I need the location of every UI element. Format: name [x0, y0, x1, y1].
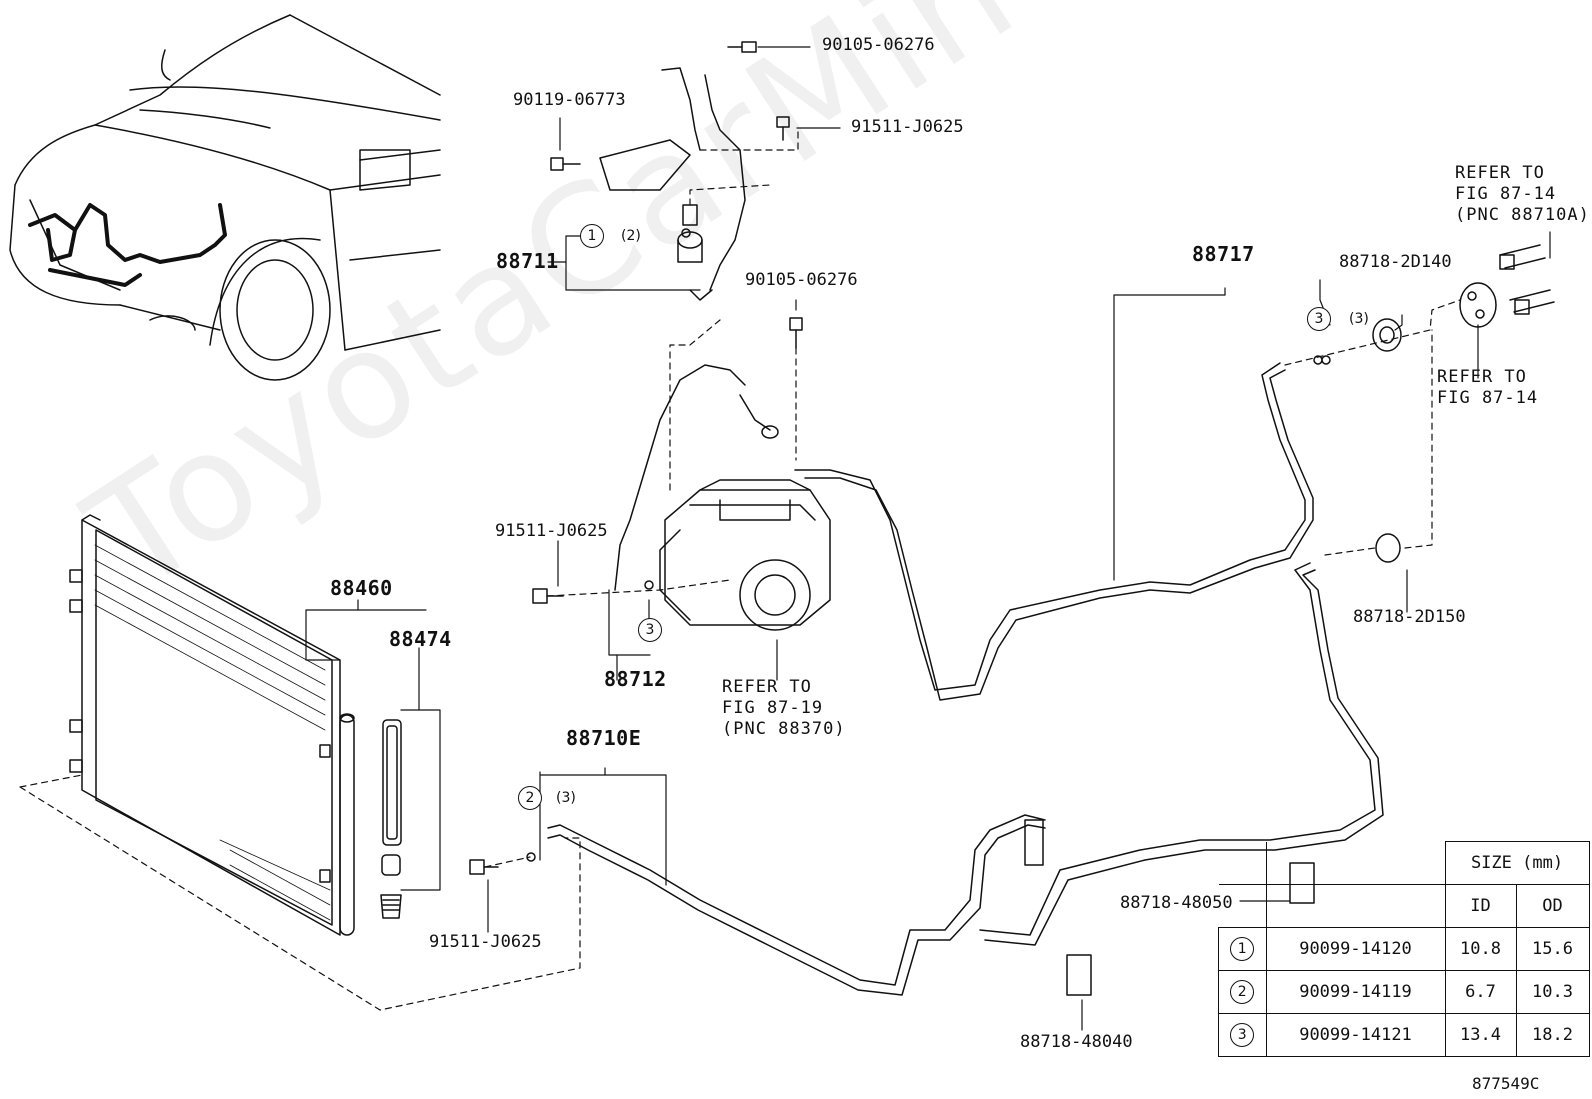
car-illustration: [9, 14, 441, 381]
refer-line: FIG 87-19: [722, 698, 824, 718]
label-91511-j0625-bottom: 91511-J0625: [429, 932, 542, 952]
label-88474: 88474: [389, 627, 452, 651]
refer-line: FIG 87-14: [1437, 388, 1539, 408]
label-88712: 88712: [604, 667, 667, 691]
label-88710e: 88710E: [566, 726, 642, 750]
row-mark: 1: [1230, 937, 1255, 961]
hose-88711: [599, 67, 746, 301]
refer-note-fig-87-14-pnc: REFER TO FIG 87-14 (PNC 88710A): [1455, 163, 1590, 226]
table-row: 3 90099-14121 13.4 18.2: [1218, 1013, 1590, 1057]
compressor: [659, 479, 831, 631]
label-91511-j0625-top: 91511-J0625: [851, 117, 964, 137]
row-od: 18.2: [1515, 1013, 1590, 1057]
row-mark: 3: [1230, 1023, 1255, 1047]
refer-note-fig-87-19: REFER TO FIG 87-19 (PNC 88370): [722, 677, 846, 740]
size-table-header: SIZE (mm): [1444, 841, 1590, 885]
label-88711: 88711: [496, 249, 559, 273]
label-88718-48040: 88718-48040: [1020, 1032, 1133, 1052]
callout-qty-3-top: (3): [1349, 311, 1369, 327]
label-88718-48050: 88718-48050: [1120, 893, 1233, 913]
size-table-col-id: ID: [1444, 884, 1517, 928]
diagram-code: 877549C: [1472, 1074, 1540, 1093]
table-row: 1 90099-14120 10.8 15.6: [1218, 927, 1590, 971]
label-91511-j0625-mid: 91511-J0625: [495, 521, 608, 541]
callout-qty-2: (3): [556, 790, 576, 806]
callout-circle-3-top: 3: [1307, 307, 1331, 331]
callout-circle-1: 1: [580, 224, 604, 248]
row-part: 90099-14120: [1265, 927, 1446, 971]
refer-line: (PNC 88710A): [1455, 205, 1590, 225]
hose-88717: [794, 362, 1314, 701]
row-id: 6.7: [1444, 970, 1517, 1014]
refer-line: REFER TO: [1455, 163, 1545, 183]
dashed-lines: [19, 129, 1461, 1011]
callout-circle-2: 2: [518, 786, 542, 810]
refer-line: (PNC 88370): [722, 719, 846, 739]
callout-circle-3-compressor: 3: [638, 618, 662, 642]
hose-88712: [614, 364, 779, 591]
row-id: 10.8: [1444, 927, 1517, 971]
row-part: 90099-14121: [1265, 1013, 1446, 1057]
label-88717: 88717: [1192, 242, 1255, 266]
label-90119-06773: 90119-06773: [513, 90, 626, 110]
row-od: 15.6: [1515, 927, 1590, 971]
refer-line: REFER TO: [1437, 367, 1527, 387]
label-90105-06276-top: 90105-06276: [822, 35, 935, 55]
size-table: SIZE (mm) ID OD 1 90099-14120 10.8 15.6 …: [1218, 841, 1590, 1057]
label-88460: 88460: [330, 576, 393, 600]
tube-88710e: [547, 562, 1384, 996]
refer-line: FIG 87-14: [1455, 184, 1557, 204]
callout-qty-1: (2): [621, 228, 641, 244]
label-90105-06276-mid: 90105-06276: [745, 270, 858, 290]
refer-line: REFER TO: [722, 677, 812, 697]
filter-88474: [380, 719, 402, 919]
condenser-88460: [69, 514, 355, 936]
row-id: 13.4: [1444, 1013, 1517, 1057]
label-88718-2d140: 88718-2D140: [1339, 252, 1452, 272]
row-mark: 2: [1230, 980, 1255, 1004]
table-row: 2 90099-14119 6.7 10.3: [1218, 970, 1590, 1014]
refer-note-fig-87-14: REFER TO FIG 87-14: [1437, 367, 1538, 409]
size-table-col-od: OD: [1515, 884, 1590, 928]
row-part: 90099-14119: [1265, 970, 1446, 1014]
label-88718-2d150: 88718-2D150: [1353, 607, 1466, 627]
row-od: 10.3: [1515, 970, 1590, 1014]
